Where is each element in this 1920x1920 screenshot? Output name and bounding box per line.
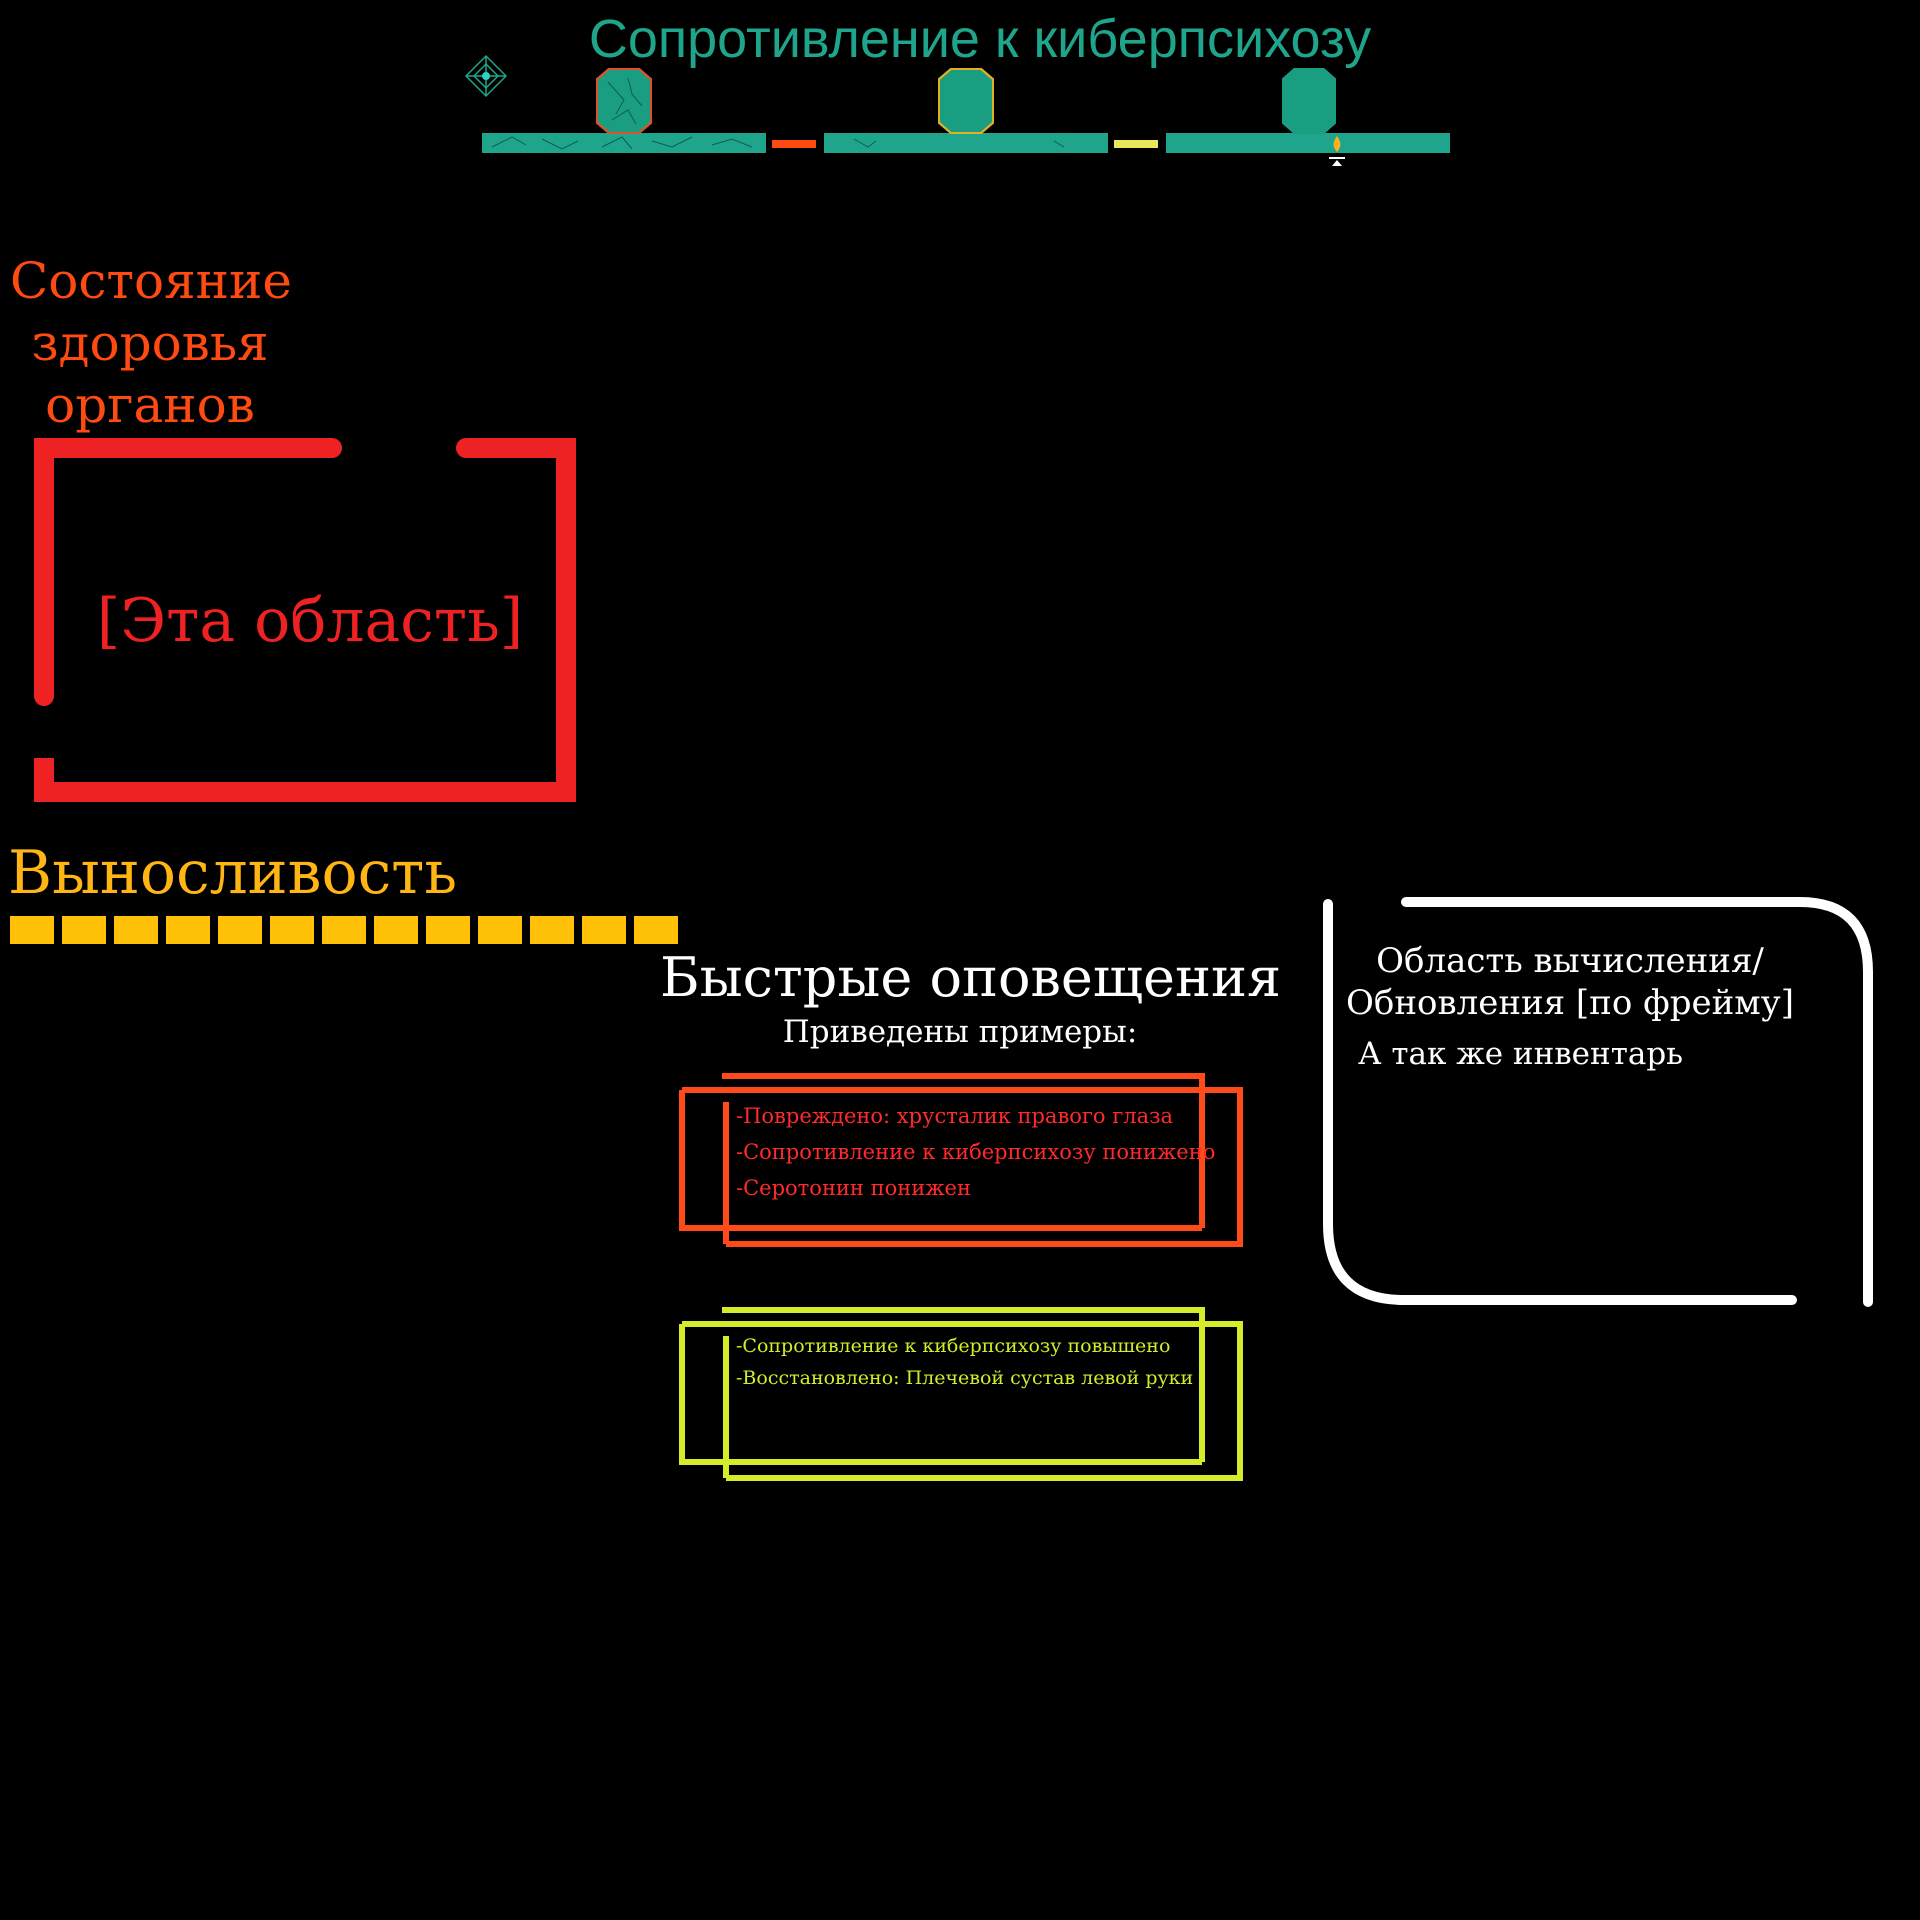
stamina-cell [426, 916, 470, 944]
notification-item: -Повреждено: хрусталик правого глаза [736, 1104, 1174, 1128]
flame-marker-icon [1329, 136, 1345, 166]
stamina-cell [270, 916, 314, 944]
organ-area-label: [Эта область] [96, 586, 524, 656]
stamina-bar [10, 916, 678, 944]
stamina-cell [10, 916, 54, 944]
cyber-segment-3 [1166, 133, 1450, 153]
cyber-segment-1 [482, 133, 766, 153]
stamina-cell [166, 916, 210, 944]
cyber-separator-yellow [1114, 140, 1158, 148]
cyberpsychosis-title: Сопротивление к киберпсихозу [588, 9, 1372, 69]
stamina-cell [634, 916, 678, 944]
cyber-segment-2 [824, 133, 1108, 153]
stamina-cell [374, 916, 418, 944]
notification-positive-frame [679, 1307, 1243, 1481]
notification-item: -Серотонин понижен [736, 1176, 971, 1200]
stamina-cell [114, 916, 158, 944]
notifications-title: Быстрые оповещения [660, 946, 1282, 1009]
stamina-cell [582, 916, 626, 944]
cyber-separator-orange [772, 140, 816, 148]
cyber-emblem-icon [464, 54, 508, 98]
compute-area-title: Область вычисления/ Обновления [по фрейм… [1346, 941, 1794, 1023]
stamina-cell [218, 916, 262, 944]
stamina-cell [322, 916, 366, 944]
compute-area-frame [1323, 897, 1873, 1307]
notification-negative-frame [679, 1073, 1243, 1247]
stamina-cell [62, 916, 106, 944]
chip-icon [1282, 68, 1336, 134]
stamina-title: Выносливость [8, 838, 458, 908]
notification-item: -Восстановлено: Плечевой сустав левой ру… [736, 1367, 1194, 1389]
compute-inventory-label: А так же инвентарь [1358, 1036, 1684, 1072]
notification-item: -Сопротивление к киберпсихозу повышено [736, 1335, 1171, 1357]
notification-negative-list: -Повреждено: хрусталик правого глаза -Со… [736, 1098, 1216, 1206]
damaged-chip-icon [598, 70, 650, 132]
notifications-subtitle: Приведены примеры: [782, 1014, 1138, 1050]
notification-positive-list: -Сопротивление к киберпсихозу повышено -… [736, 1330, 1206, 1394]
notification-item: -Сопротивление к киберпсихозу понижено [736, 1140, 1216, 1164]
organ-health-frame [34, 438, 576, 802]
stamina-cell [478, 916, 522, 944]
stamina-cell [530, 916, 574, 944]
organ-health-title: Состояние здоровья органов [10, 252, 292, 434]
chip-icon [940, 70, 992, 132]
